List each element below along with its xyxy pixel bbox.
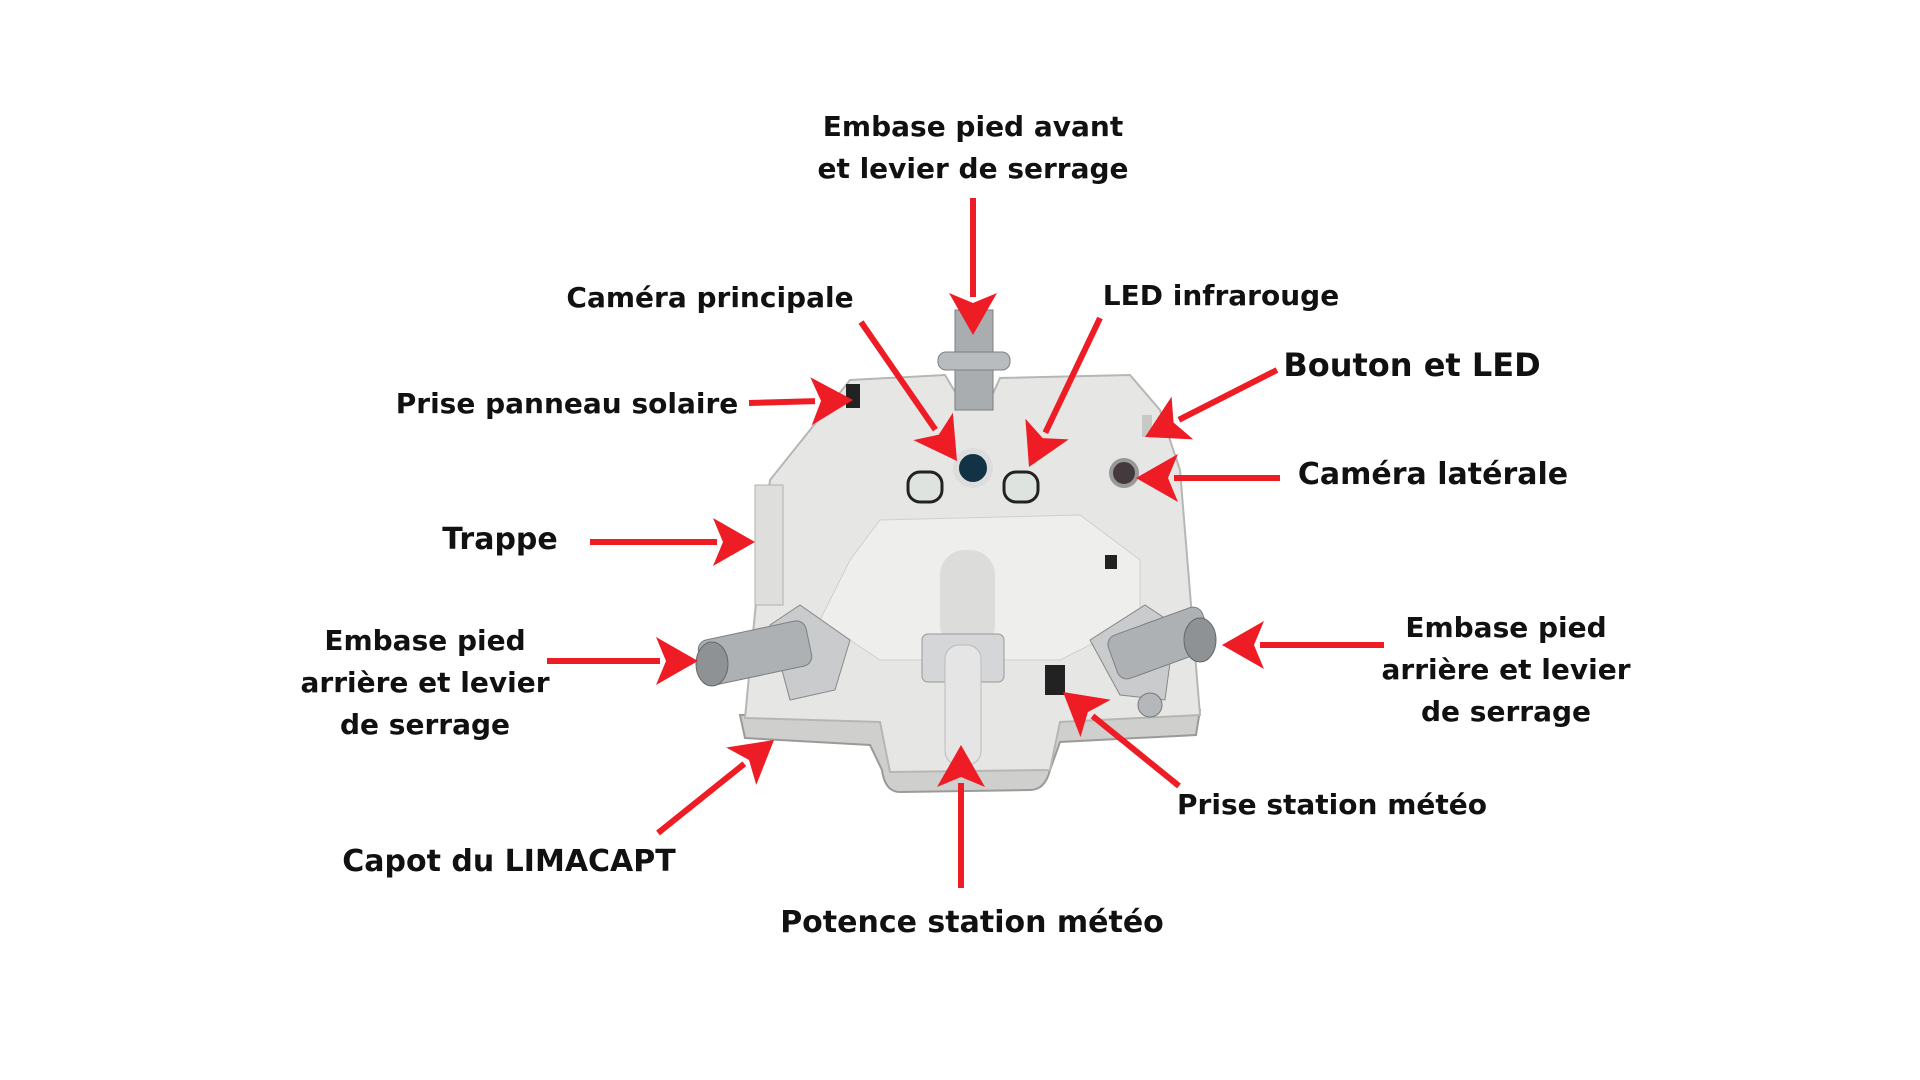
label-cover: Capot du LIMACAPT [342, 844, 676, 879]
rear-base-right [1089, 604, 1217, 718]
label-side-camera: Caméra latérale [1297, 457, 1569, 492]
arrows-layer [547, 198, 1384, 888]
main-camera [953, 448, 993, 488]
infrared-led [1002, 470, 1040, 504]
label-line: arrière et levier [300, 666, 550, 699]
arrowhead-solar-socket [810, 377, 853, 426]
label-rear-base-left: Embase pied arrière et levier de serrage [300, 620, 549, 746]
arrowhead-rear-base-right [1222, 621, 1264, 669]
label-line: et levier de serrage [817, 152, 1129, 185]
arrow-solar-socket [748, 398, 816, 406]
label-line: de serrage [1421, 695, 1591, 728]
hatch [754, 484, 784, 606]
arrowhead-side-camera [1136, 454, 1178, 502]
arrowhead-front-base [949, 293, 997, 335]
arrowhead-weather-mast [937, 745, 985, 787]
arrow-button-led [1177, 367, 1279, 423]
arrowhead-weather-socket [1063, 692, 1111, 738]
label-weather-socket: Prise station météo [1177, 788, 1487, 821]
arrow-weather-socket [1090, 713, 1181, 789]
arrow-cover [656, 761, 747, 836]
arrowhead-hatch [713, 518, 755, 566]
label-line: arrière et levier [1381, 653, 1631, 686]
label-infrared-led: LED infrarouge [1102, 279, 1340, 312]
label-hatch: Trappe [442, 522, 558, 557]
label-front-base: Embase pied avant et levier de serrage [817, 106, 1128, 190]
label-solar-socket: Prise panneau solaire [395, 387, 739, 420]
label-weather-mast: Potence station météo [780, 905, 1164, 940]
weather-mast [944, 644, 982, 766]
arrowhead-infrared-led [1025, 418, 1069, 467]
weather-socket [1045, 665, 1065, 695]
arrowhead-cover [726, 740, 774, 785]
led-left [906, 470, 944, 504]
arrowhead-button-led [1145, 396, 1194, 440]
arrowhead-rear-base-left [656, 637, 698, 685]
label-main-camera: Caméra principale [566, 281, 854, 314]
label-button-led: Bouton et LED [1283, 346, 1541, 384]
side-camera [1109, 458, 1139, 488]
label-line: Embase pied [1405, 611, 1607, 644]
label-line: Embase pied [324, 624, 526, 657]
label-line: de serrage [340, 708, 510, 741]
solar-socket [846, 384, 860, 408]
rear-base-left [695, 604, 851, 701]
label-rear-base-right: Embase pied arrière et levier de serrage [1381, 607, 1630, 733]
label-line: Embase pied avant [822, 110, 1124, 143]
button-led [1142, 415, 1152, 437]
arrow-infrared-led [1042, 316, 1103, 434]
arrowhead-main-camera [913, 412, 957, 461]
arrow-main-camera [858, 320, 938, 432]
